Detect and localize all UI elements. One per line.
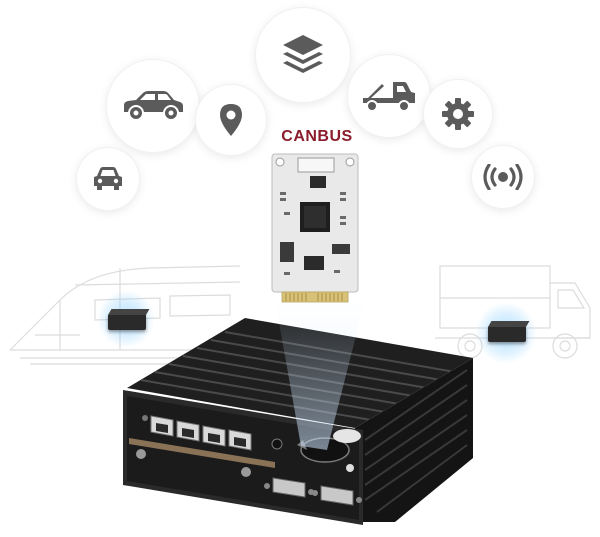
signal-bubble bbox=[472, 146, 534, 208]
settings-bubble bbox=[424, 80, 492, 148]
location-pin-icon bbox=[220, 104, 242, 136]
canbus-label: CANBUS bbox=[281, 128, 353, 145]
embedded-computer bbox=[123, 300, 473, 525]
layers-bubble bbox=[256, 8, 350, 102]
location-bubble bbox=[196, 85, 266, 155]
gear-icon bbox=[442, 98, 474, 130]
layers-icon bbox=[283, 35, 323, 73]
tow-truck-bubble bbox=[348, 55, 430, 137]
car-side-bubble bbox=[107, 60, 199, 152]
tow-truck-icon bbox=[363, 82, 415, 112]
train-mini-device bbox=[108, 314, 146, 330]
car-front-icon bbox=[94, 167, 122, 190]
car-front-bubble bbox=[77, 148, 139, 210]
truck-mini-device bbox=[488, 326, 526, 342]
broadcast-icon bbox=[483, 164, 523, 190]
car-side-icon bbox=[124, 91, 183, 121]
